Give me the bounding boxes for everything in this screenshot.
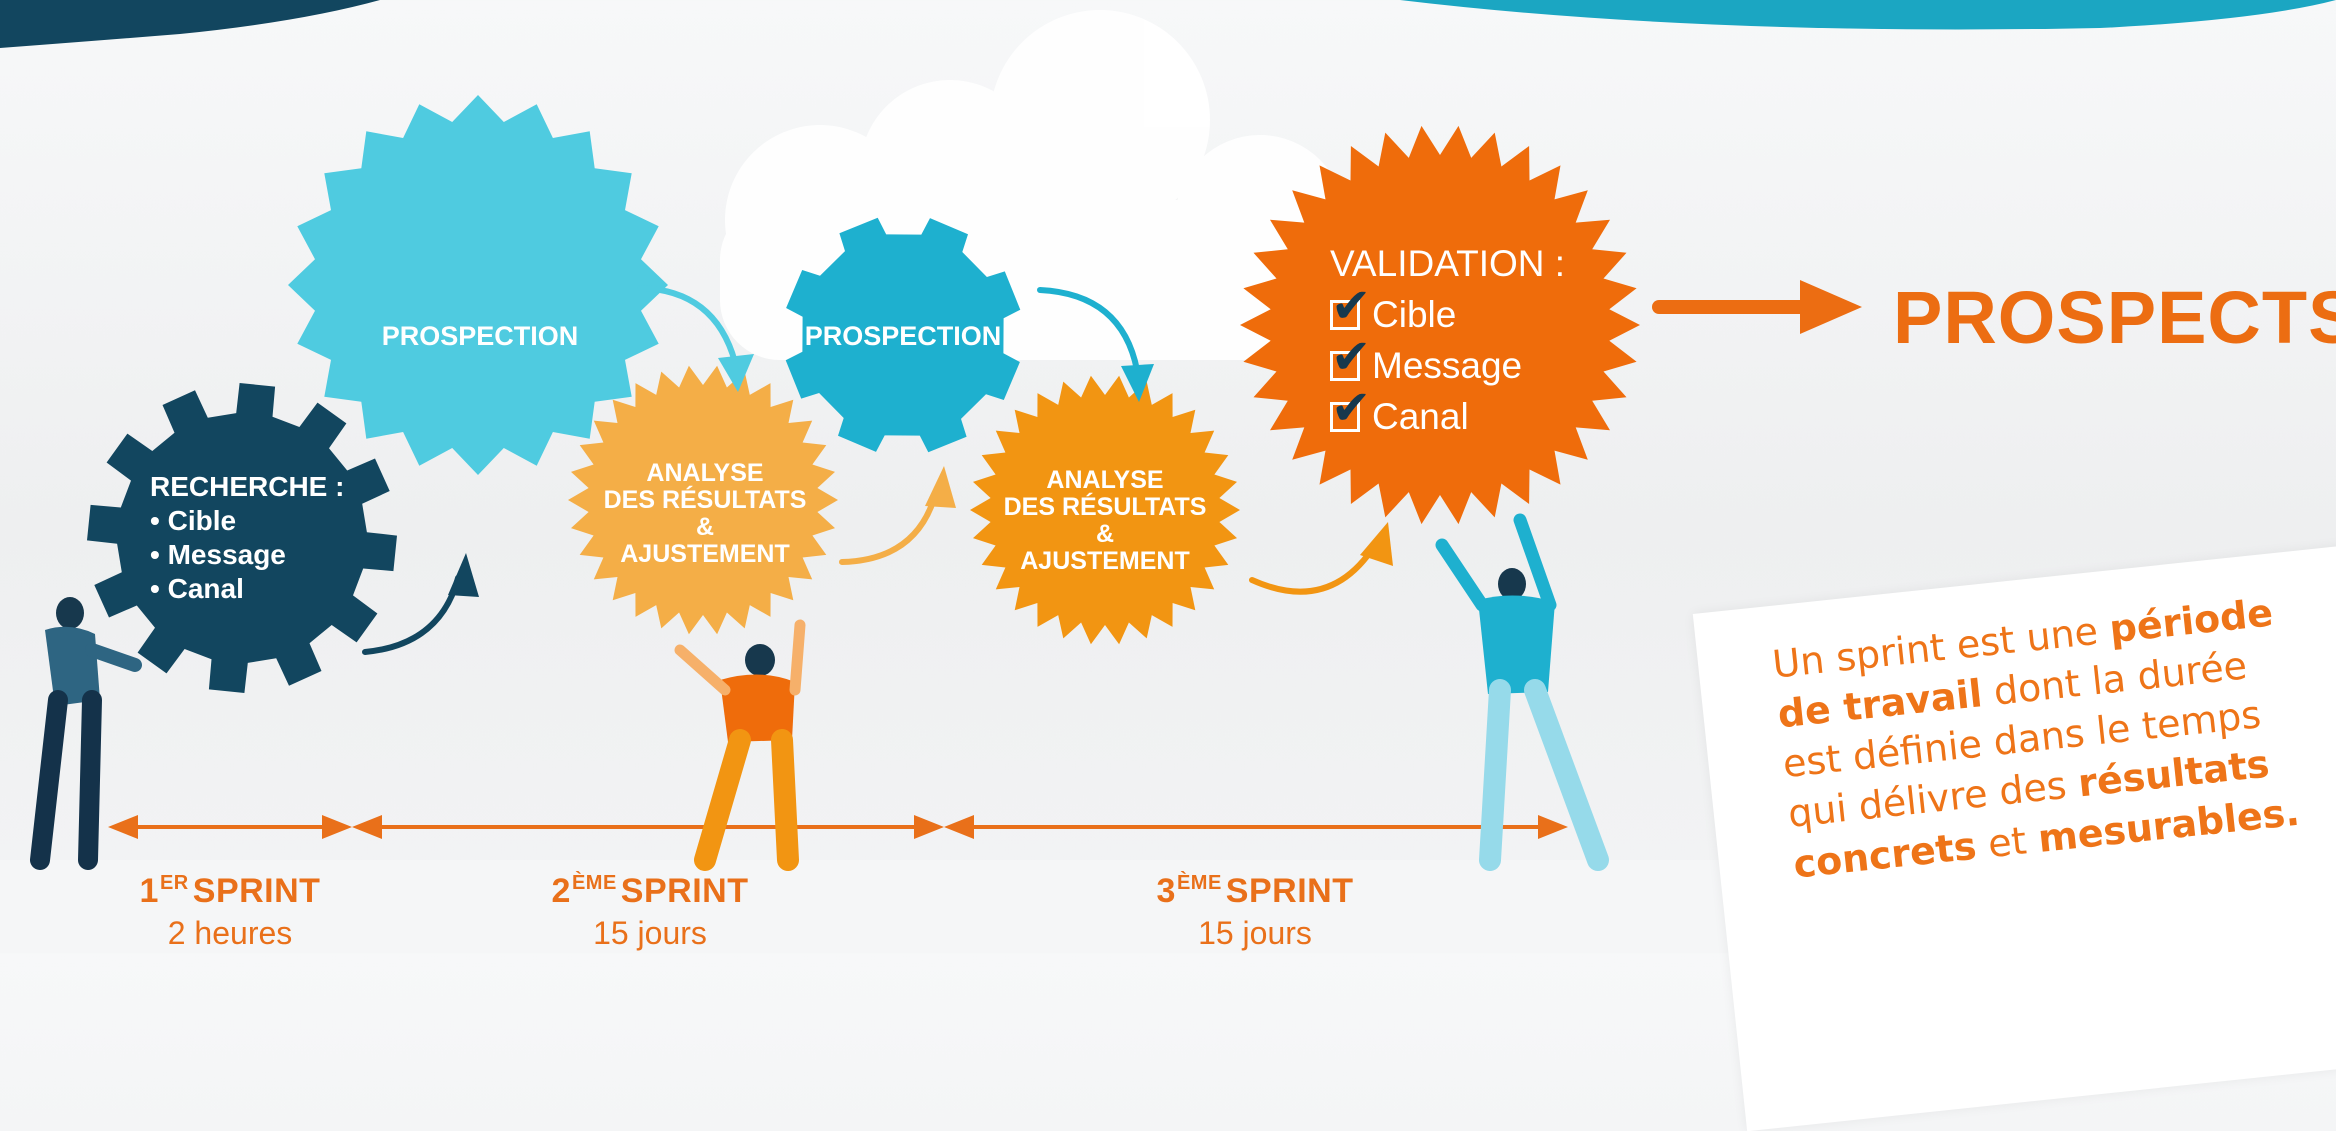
arrow-recherche-to-prospection [362, 575, 461, 655]
checkbox-icon: ✔ [1330, 382, 1372, 436]
validation-label: VALIDATION : ✔Cible ✔Message ✔Canal [1330, 238, 1565, 442]
arrowhead-1 [448, 553, 479, 597]
validation-item: ✔Canal [1330, 382, 1469, 438]
person-lifting-2 [1435, 513, 1609, 871]
arrowhead-3 [925, 466, 956, 508]
prospects-label: PROSPECTS [1893, 276, 2336, 359]
sprint-3-duration: 15 jours [1198, 914, 1312, 951]
arrowhead-4 [1121, 364, 1154, 402]
prospection-1-label: PROSPECTION [381, 321, 579, 351]
prospects-arrow-head [1800, 280, 1862, 334]
person-pushing [30, 597, 142, 870]
sprint-1-duration: 2 heures [167, 914, 293, 951]
arrow-prospection-to-analyse-2 [1037, 287, 1140, 373]
analyse-1-label: ANALYSE DES RÉSULTATS & AJUSTEMENT [603, 459, 807, 568]
prospects-arrow-shaft [1652, 300, 1812, 314]
validation-item: ✔Cible [1330, 280, 1457, 336]
recherche-title: RECHERCHE : [150, 471, 345, 502]
recherche-item: • Cible [150, 505, 237, 537]
top-right-wave [1400, 0, 2336, 30]
validation-item: ✔Message [1330, 331, 1523, 387]
sprint-2-duration: 15 jours [593, 914, 707, 951]
gear-validation [1240, 125, 1640, 525]
gear-recherche [87, 383, 397, 693]
top-left-wave [0, 0, 380, 48]
arrowhead-5 [1360, 522, 1393, 566]
arrow-analyse-to-prospection-2 [839, 485, 940, 565]
gear-prospection-1 [288, 95, 668, 475]
gear-prospection-2 [785, 217, 1021, 453]
validation-title: VALIDATION : [1330, 243, 1566, 284]
gear-analyse-1 [568, 365, 838, 635]
gear-analyse-2 [970, 375, 1240, 645]
prospection-2-label: PROSPECTION [804, 321, 1002, 351]
person-lifting-1 [674, 619, 806, 871]
arrow-analyse-to-validation [1249, 542, 1378, 595]
arrow-prospection-to-analyse-1 [637, 285, 738, 365]
recherche-item: • Message [150, 539, 286, 571]
checkbox-icon: ✔ [1330, 331, 1372, 385]
arrowhead-2 [718, 354, 754, 392]
recherche-item: • Canal [150, 573, 244, 605]
recherche-label: RECHERCHE : • Cible • Message • Canal [150, 470, 344, 607]
checkbox-icon: ✔ [1330, 280, 1372, 334]
analyse-2-label: ANALYSE DES RÉSULTATS & AJUSTEMENT [1003, 466, 1207, 575]
